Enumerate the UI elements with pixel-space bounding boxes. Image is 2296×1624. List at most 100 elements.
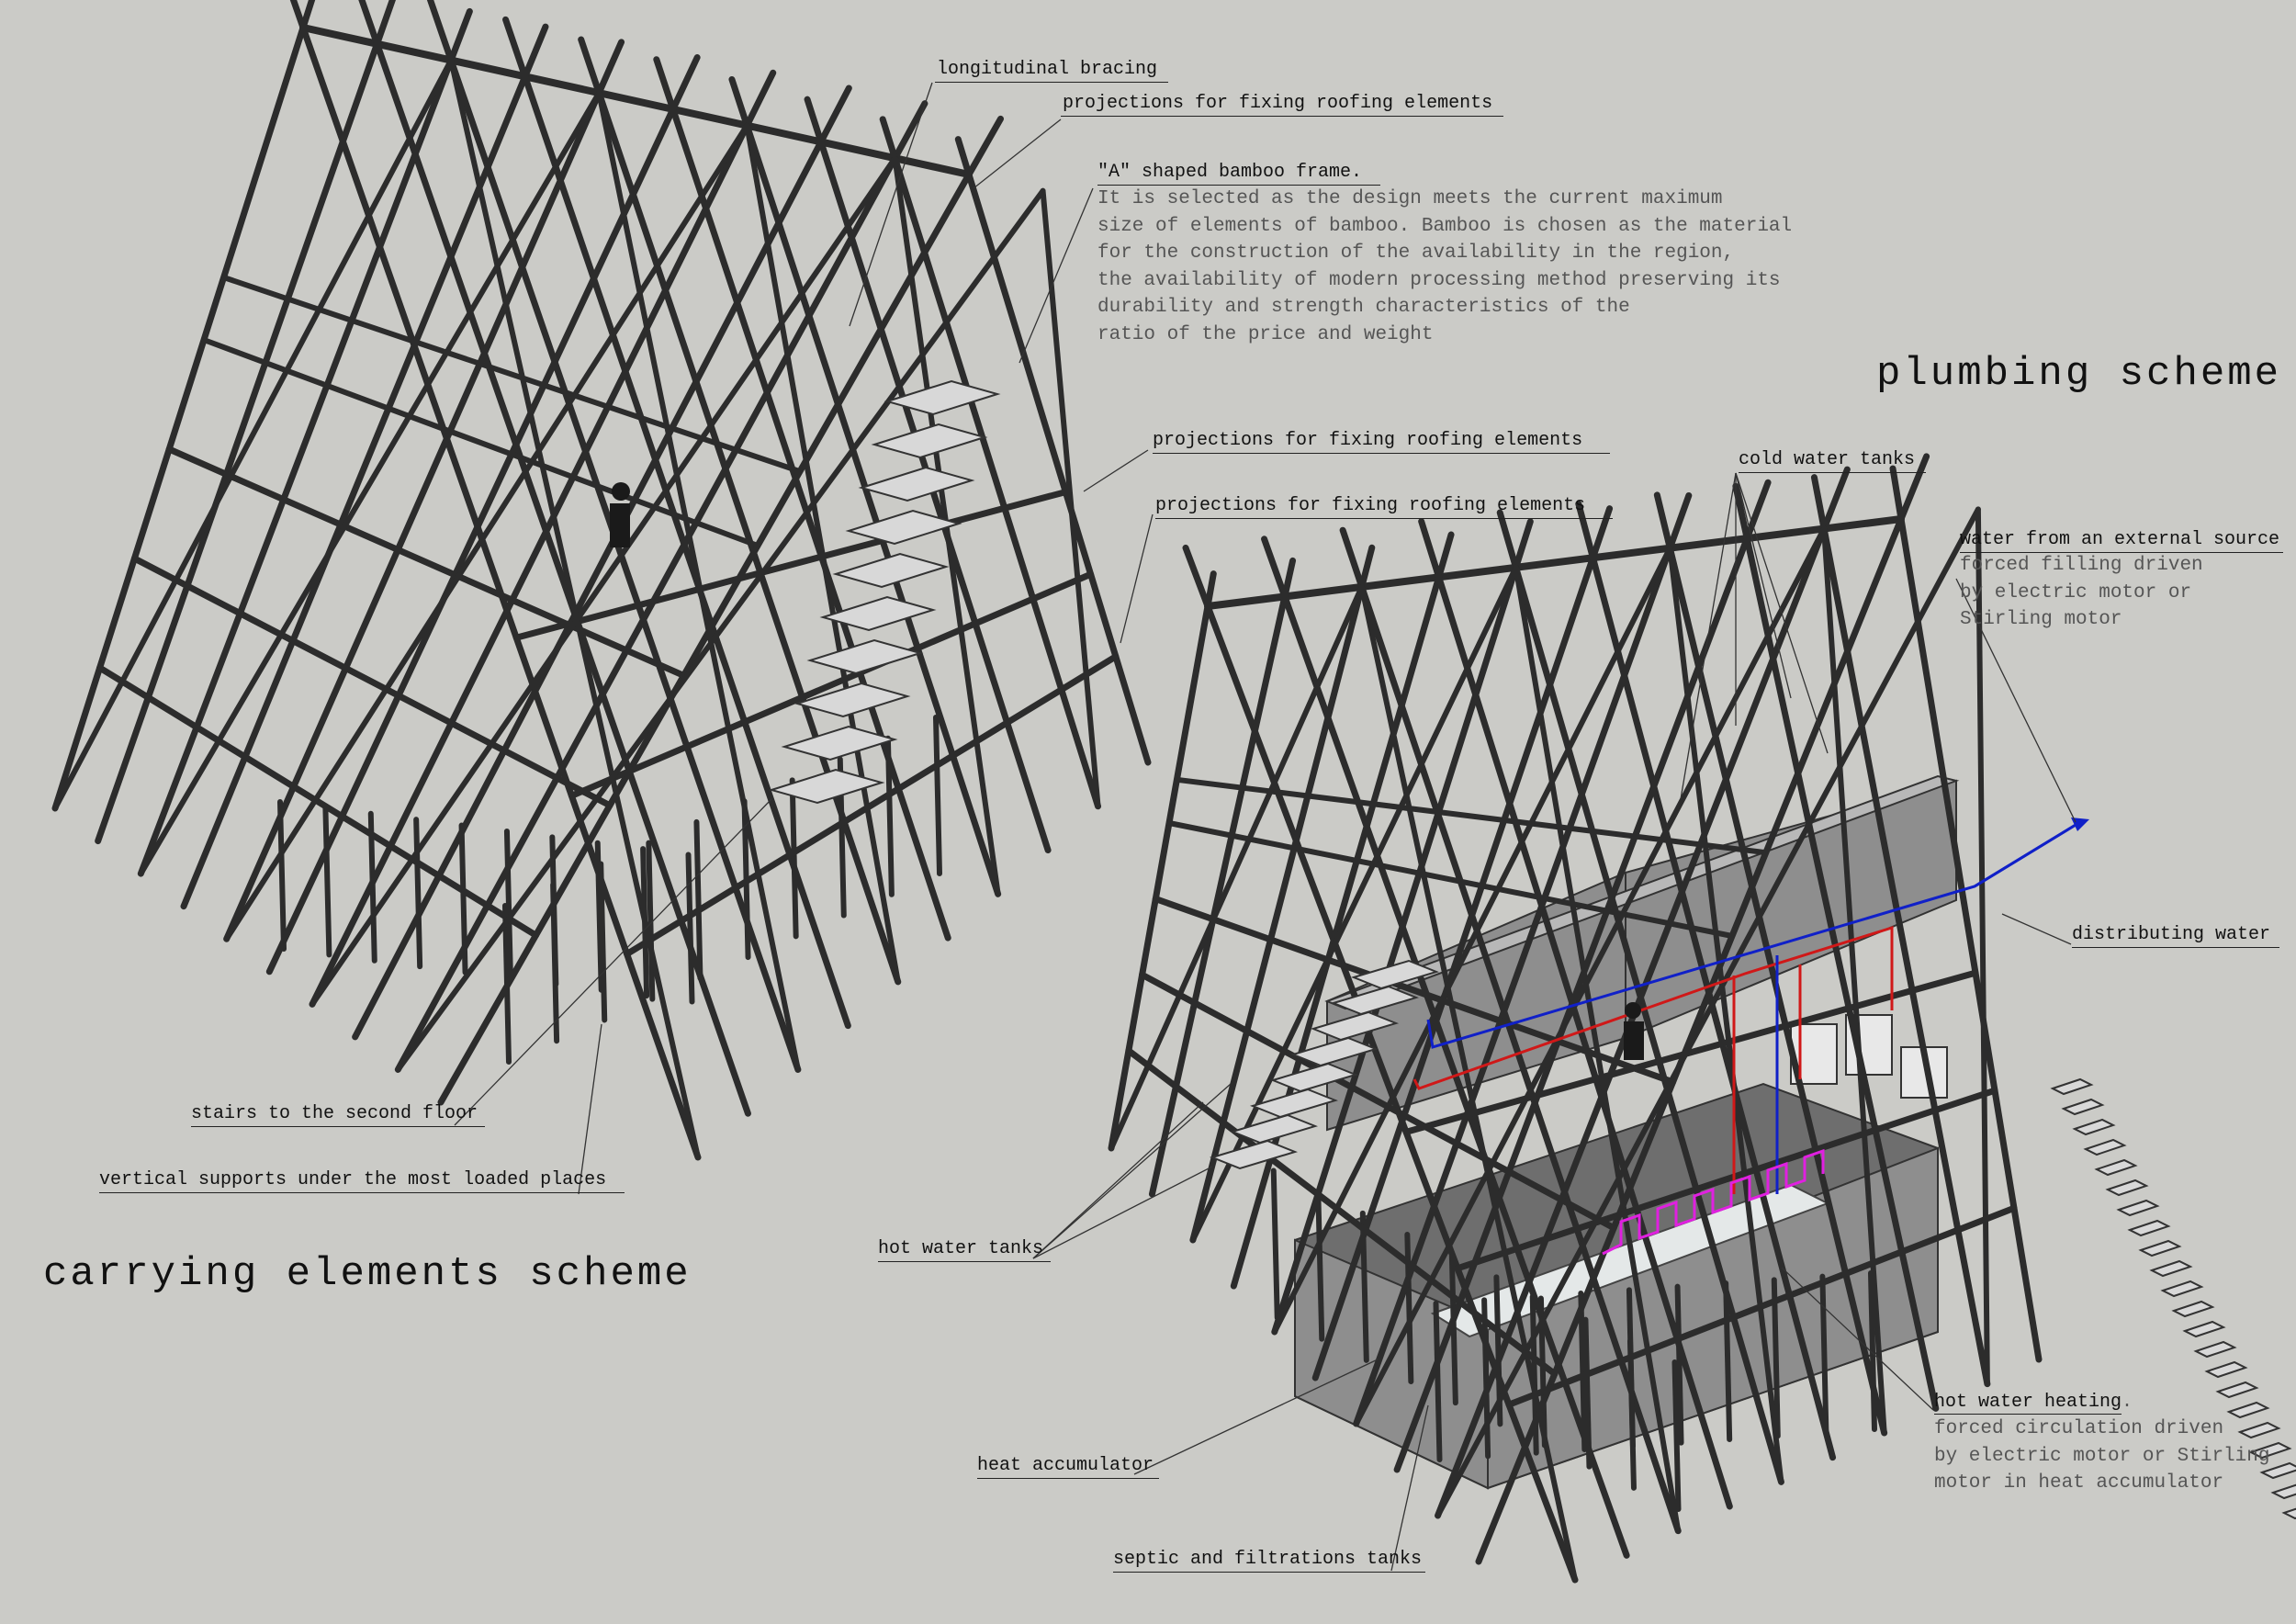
bamboo-pole bbox=[502, 16, 851, 1030]
bamboo-pole bbox=[437, 115, 1004, 1106]
water-external-description: forced filling driven by electric motor … bbox=[1960, 552, 2203, 634]
bamboo-pole bbox=[789, 777, 799, 940]
a-frame-desc-line: ratio of the price and weight bbox=[1097, 323, 1434, 345]
bamboo-pole bbox=[1139, 971, 1617, 1232]
stair-step bbox=[2171, 1300, 2215, 1318]
stair-step bbox=[2259, 1461, 2296, 1480]
bamboo-pole bbox=[358, 0, 751, 1117]
human-figure-left bbox=[610, 503, 630, 547]
water-external-desc-line: Stirling motor bbox=[1960, 609, 2122, 630]
bamboo-pole bbox=[624, 653, 1120, 958]
bamboo-pole bbox=[1626, 1337, 1637, 1491]
bamboo-pole bbox=[1671, 1359, 1682, 1512]
label-distributing-water: distributing water bbox=[2072, 924, 2280, 948]
label-vertical-supports: vertical supports under the most loaded … bbox=[99, 1169, 625, 1193]
bamboo-pole bbox=[1481, 1297, 1491, 1460]
stair-step bbox=[2281, 1507, 2296, 1520]
label-cold-water-tanks: cold water tanks bbox=[1739, 449, 1927, 473]
stair-step bbox=[1249, 1088, 1339, 1119]
bamboo-pole bbox=[223, 122, 750, 942]
bamboo-pole bbox=[1448, 1253, 1458, 1406]
bamboo-pole bbox=[512, 489, 1069, 641]
bamboo-pole bbox=[310, 155, 898, 1008]
stair-step bbox=[1269, 1062, 1359, 1093]
bamboo-pole bbox=[1435, 506, 1981, 1518]
label-heat-accumulator: heat accumulator bbox=[977, 1455, 1160, 1479]
stair-step bbox=[2226, 1401, 2270, 1419]
plumbing-frame-drawing bbox=[1108, 453, 2043, 1584]
stair-step bbox=[2270, 1483, 2296, 1500]
stair-step bbox=[1209, 1139, 1299, 1170]
bamboo-pole bbox=[201, 337, 760, 548]
bamboo-pole bbox=[1182, 544, 1579, 1584]
bamboo-pole bbox=[1435, 466, 1851, 1519]
stair-step bbox=[2083, 1138, 2127, 1156]
human-figures bbox=[610, 482, 1644, 1060]
bamboo-pole bbox=[933, 715, 942, 876]
stair-step bbox=[781, 725, 898, 761]
bamboo-pole bbox=[1723, 1280, 1733, 1442]
hot-water-heating-desc-line: by electric motor or Stirling bbox=[1934, 1445, 2270, 1467]
bamboo-pole bbox=[277, 799, 287, 952]
a-frame-desc-line: It is selected as the design meets the c… bbox=[1097, 188, 1723, 209]
bamboo-pole bbox=[1433, 1301, 1443, 1462]
bamboo-pole bbox=[1271, 545, 1673, 1335]
a-frame-desc-line: the availability of modern processing me… bbox=[1097, 269, 1781, 291]
label-hot-water-tanks: hot water tanks bbox=[878, 1238, 1052, 1262]
a-frame-desc-line: durability and strength characteristics … bbox=[1097, 297, 1630, 318]
bamboo-pole bbox=[1454, 1087, 1998, 1272]
label-projections-mid-1: projections for fixing roofing elements bbox=[1153, 430, 1611, 454]
bamboo-pole bbox=[1339, 526, 1682, 1535]
a-frame-description: It is selected as the design meets the c… bbox=[1097, 186, 1792, 348]
stair-step bbox=[2061, 1098, 2105, 1116]
bamboo-pole bbox=[1402, 969, 1979, 1135]
cold-water-inlet-pipe bbox=[1974, 820, 2081, 888]
bamboo-pole bbox=[395, 187, 1046, 1073]
stair-step bbox=[1330, 985, 1420, 1016]
water-external-desc-line: forced filling driven bbox=[1960, 555, 2203, 576]
bamboo-pole bbox=[646, 840, 656, 1002]
bamboo-pole bbox=[1674, 1283, 1684, 1446]
stair-step bbox=[2072, 1118, 2116, 1136]
bamboo-pole bbox=[1358, 583, 1578, 1583]
stair-step bbox=[1310, 1010, 1400, 1042]
bamboo-pole bbox=[1819, 1273, 1829, 1436]
bamboo-pole bbox=[1404, 1232, 1414, 1384]
stair-step bbox=[768, 768, 885, 805]
hot-water-heating-title: hot water heating bbox=[1934, 1392, 2122, 1415]
bamboo-pole bbox=[1771, 1277, 1781, 1439]
stair-step bbox=[2116, 1199, 2160, 1217]
stair-step bbox=[2138, 1239, 2182, 1257]
bamboo-pole bbox=[568, 570, 1095, 799]
stair-step bbox=[858, 466, 975, 502]
label-septic-tanks: septic and filtrations tanks bbox=[1113, 1549, 1426, 1573]
stair-step bbox=[819, 595, 937, 632]
bamboo-pole bbox=[1513, 564, 1682, 1534]
hot-water-pipe bbox=[1412, 925, 1894, 1090]
bamboo-pole bbox=[1148, 557, 1297, 1198]
bamboo-pole bbox=[503, 828, 513, 981]
hot-water-heating-description: forced circulation driven by electric mo… bbox=[1934, 1415, 2269, 1497]
bamboo-pole bbox=[1040, 187, 1101, 809]
bamboo-pole bbox=[52, 57, 455, 811]
plumbing-stairs-drawing bbox=[1209, 959, 2296, 1520]
bamboo-pole bbox=[1174, 776, 1769, 856]
stair-step bbox=[1229, 1113, 1319, 1145]
bamboo-pole bbox=[130, 555, 613, 809]
stairs-to-second-floor-drawing bbox=[768, 379, 1001, 805]
stair-step bbox=[871, 423, 988, 459]
bamboo-pole bbox=[1353, 525, 1828, 1427]
stair-step bbox=[2094, 1158, 2138, 1177]
bamboo-pole bbox=[1166, 820, 1735, 939]
label-hot-water-heating: hot water heating. bbox=[1934, 1392, 2133, 1415]
bamboo-pole bbox=[1578, 1291, 1588, 1452]
title-plumbing: plumbing scheme bbox=[1876, 351, 2282, 397]
stair-step bbox=[2193, 1340, 2237, 1359]
stair-step bbox=[806, 638, 924, 675]
bamboo-pole bbox=[1315, 1189, 1325, 1342]
stair-step bbox=[2204, 1360, 2248, 1379]
bamboo-pole bbox=[1868, 1270, 1877, 1432]
bamboo-pole bbox=[1125, 1047, 1559, 1378]
stair-step bbox=[1350, 959, 1440, 990]
a-frame-desc-line: size of elements of bamboo. Bamboo is ch… bbox=[1097, 215, 1793, 237]
